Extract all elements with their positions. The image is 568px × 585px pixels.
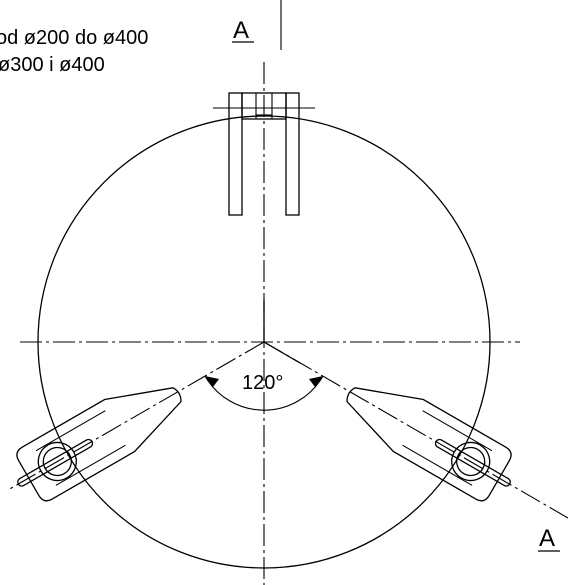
top-clamp-left-bar bbox=[228, 92, 243, 216]
angle-arrow-right bbox=[309, 376, 323, 387]
radial-centerline-right bbox=[263, 341, 568, 519]
clamp-right-inner-line bbox=[402, 444, 473, 486]
clamp-left-inner-line bbox=[55, 444, 126, 486]
clamp-left-body bbox=[16, 387, 182, 502]
angle-dimension-arc bbox=[204, 375, 324, 411]
section-label-bottom: A bbox=[539, 525, 555, 552]
clamp-right-ring-outer bbox=[451, 441, 491, 482]
top-clamp bbox=[213, 92, 315, 216]
clamp-left-slot bbox=[17, 438, 94, 487]
clamp-right-slot bbox=[434, 438, 511, 487]
clamp-left-inner-line bbox=[35, 410, 106, 452]
clamp-right-inner-line bbox=[422, 410, 493, 452]
clamp-left-ring-inner bbox=[42, 446, 72, 477]
clamp-left-ring-outer bbox=[37, 441, 77, 482]
note-diameter-values: ø300 i ø400 bbox=[0, 54, 105, 76]
top-clamp-head bbox=[241, 92, 287, 120]
angle-label: 120° bbox=[242, 372, 283, 394]
clamp-left bbox=[16, 387, 182, 502]
top-clamp-right-bar bbox=[285, 92, 300, 216]
center-mark-right-solid bbox=[263, 341, 301, 364]
clamp-right-body bbox=[346, 387, 512, 502]
section-label-top: A bbox=[233, 17, 249, 44]
note-diameter-range: od ø200 do ø400 bbox=[0, 27, 148, 49]
angle-arrow-left bbox=[205, 376, 219, 387]
radial-centerline-left bbox=[7, 341, 265, 491]
clamp-right-ring-inner bbox=[456, 446, 486, 477]
clamp-right bbox=[346, 387, 512, 502]
